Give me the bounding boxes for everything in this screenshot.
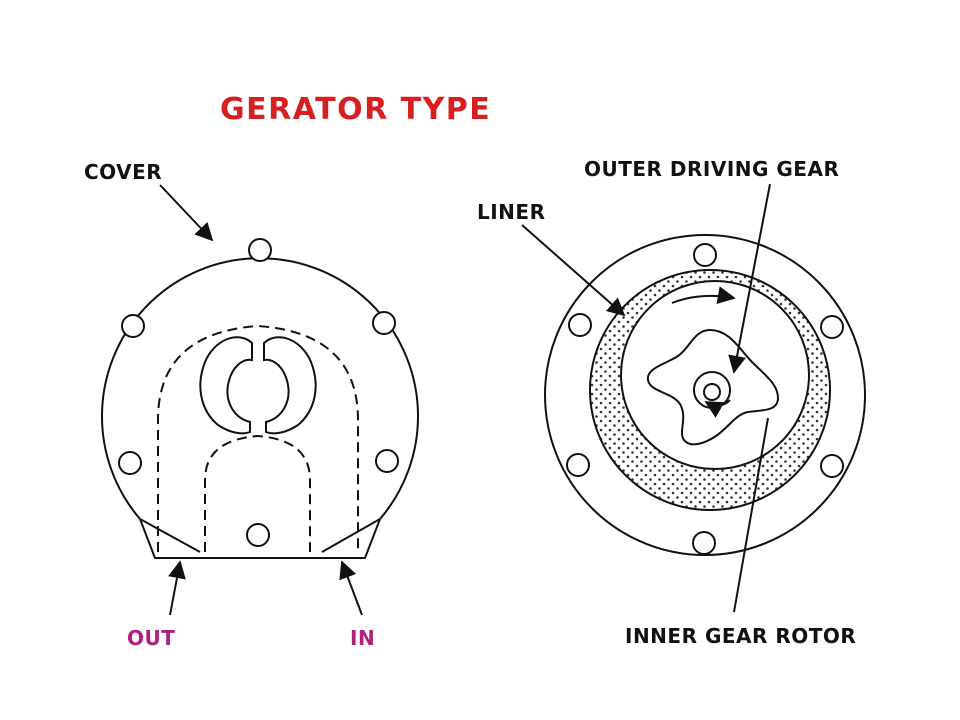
in-port-label: IN bbox=[350, 626, 376, 650]
out-port-label: OUT bbox=[127, 626, 176, 650]
inner-gear-rotor bbox=[646, 328, 780, 446]
bolt-hole bbox=[566, 453, 590, 477]
drive-shaft bbox=[703, 383, 721, 401]
bolt-hole bbox=[820, 454, 844, 478]
cover-leader-arrow bbox=[159, 184, 214, 242]
bolt-hole bbox=[820, 315, 844, 339]
cover-outline bbox=[101, 257, 419, 520]
bolt-hole bbox=[118, 451, 142, 475]
outer-gear-leader-arrow bbox=[728, 183, 771, 374]
cover-label: COVER bbox=[84, 160, 163, 184]
bolt-hole bbox=[375, 449, 399, 473]
bolt-hole bbox=[693, 243, 717, 267]
hidden-inner-passage bbox=[204, 434, 311, 552]
outer-driving-gear-bore bbox=[620, 280, 810, 470]
rotor-view bbox=[521, 183, 866, 613]
out-leader-arrow bbox=[168, 560, 186, 616]
diagram-title: GERATOR TYPE bbox=[220, 92, 492, 127]
rotation-arrow bbox=[671, 286, 736, 305]
port-base-inner-line bbox=[139, 518, 201, 553]
bolt-hole bbox=[692, 531, 716, 555]
bolt-hole bbox=[246, 523, 270, 547]
bolt-hole bbox=[248, 238, 272, 262]
liner-leader-arrow bbox=[521, 224, 626, 317]
liner-label: LINER bbox=[477, 200, 546, 224]
inner-gear-rotor-label: INNER GEAR ROTOR bbox=[625, 624, 857, 648]
bolt-hole bbox=[568, 313, 592, 337]
hidden-outer-passage bbox=[157, 324, 359, 552]
housing-outline bbox=[544, 234, 866, 556]
cover-view bbox=[101, 184, 419, 616]
inner-rotor-leader-line bbox=[733, 417, 769, 613]
outlet-kidney-port bbox=[199, 336, 253, 435]
bolt-hole bbox=[372, 311, 396, 335]
inlet-kidney-port bbox=[263, 336, 317, 435]
in-leader-arrow bbox=[339, 560, 363, 616]
port-base-outline bbox=[139, 518, 381, 559]
outer-driving-gear-label: OUTER DRIVING GEAR bbox=[584, 157, 840, 181]
bolt-hole bbox=[121, 314, 145, 338]
port-base-inner-line bbox=[321, 518, 381, 553]
rotation-arrow bbox=[704, 399, 731, 418]
